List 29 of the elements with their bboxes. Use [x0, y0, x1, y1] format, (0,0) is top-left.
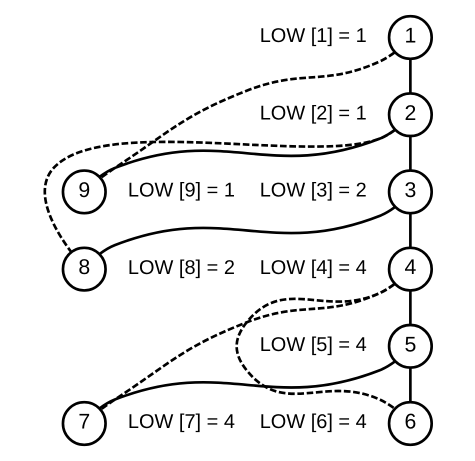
connector	[98, 128, 396, 178]
node-circle: 3	[387, 169, 432, 215]
node-label: LOW [7] = 4	[127, 411, 234, 434]
node-circle: 8	[61, 246, 106, 292]
connector	[408, 213, 412, 248]
node-circle: 5	[387, 324, 432, 369]
node-label: LOW [1] = 1	[259, 25, 366, 48]
connector	[100, 52, 395, 179]
node-circle: 2	[387, 92, 432, 138]
node-circle: 7	[61, 400, 106, 446]
connector	[100, 283, 395, 410]
node-label: LOW [6] = 4	[259, 411, 366, 434]
node-label: LOW [8] = 2	[127, 256, 234, 279]
node-circle: 4	[387, 246, 432, 292]
node-label: LOW [3] = 2	[259, 180, 366, 202]
node-label: LOW [9] = 1	[127, 180, 234, 202]
connector	[43, 128, 396, 253]
node-label: LOW [4] = 4	[259, 256, 366, 279]
node-circle: 9	[61, 169, 106, 215]
node-circle: 6	[387, 400, 432, 446]
connector	[98, 360, 396, 410]
connector	[408, 58, 412, 94]
connector	[408, 136, 412, 171]
connector	[408, 290, 412, 325]
connector	[98, 206, 396, 256]
node-label: LOW [2] = 1	[259, 102, 366, 124]
connector	[408, 368, 412, 402]
node-label: LOW [5] = 4	[259, 334, 366, 356]
node-circle: 1	[387, 14, 432, 60]
